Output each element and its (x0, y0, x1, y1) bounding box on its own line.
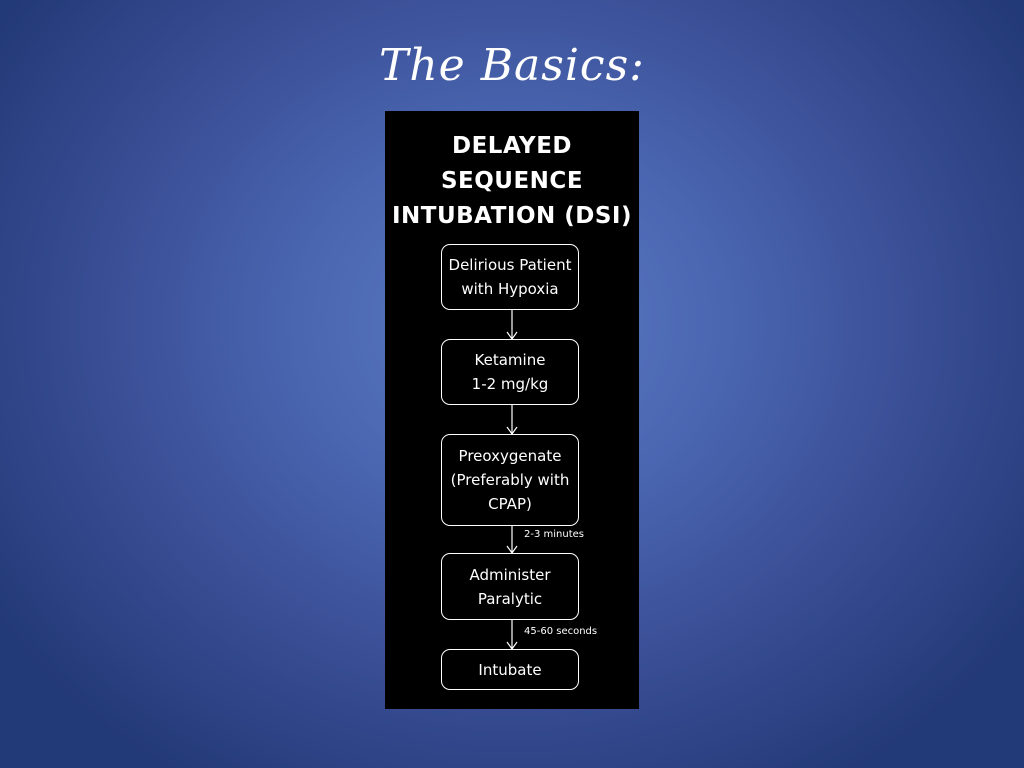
arrowhead-2-3 (506, 426, 518, 436)
arrowhead-1-2 (506, 331, 518, 341)
step-delirious-patient: Delirious Patient with Hypoxia (441, 244, 579, 310)
arrowhead-4-5 (506, 641, 518, 651)
slide-title: The Basics: (379, 40, 645, 91)
step-ketamine: Ketamine 1-2 mg/kg (441, 339, 579, 405)
flowchart-heading: DELAYED SEQUENCE INTUBATION (DSI) (391, 133, 632, 229)
arrowhead-3-4 (506, 545, 518, 555)
timing-label-paralytic: 45-60 seconds (524, 626, 598, 637)
step-administer-paralytic: Administer Paralytic (441, 553, 579, 620)
step-preoxygenate: Preoxygenate (Preferably with CPAP) (441, 434, 579, 526)
step-intubate: Intubate (441, 649, 579, 690)
timing-label-preoxygenation: 2-3 minutes (524, 529, 584, 540)
dsi-flowchart: DELAYED SEQUENCE INTUBATION (DSI) Deliri… (385, 111, 639, 709)
